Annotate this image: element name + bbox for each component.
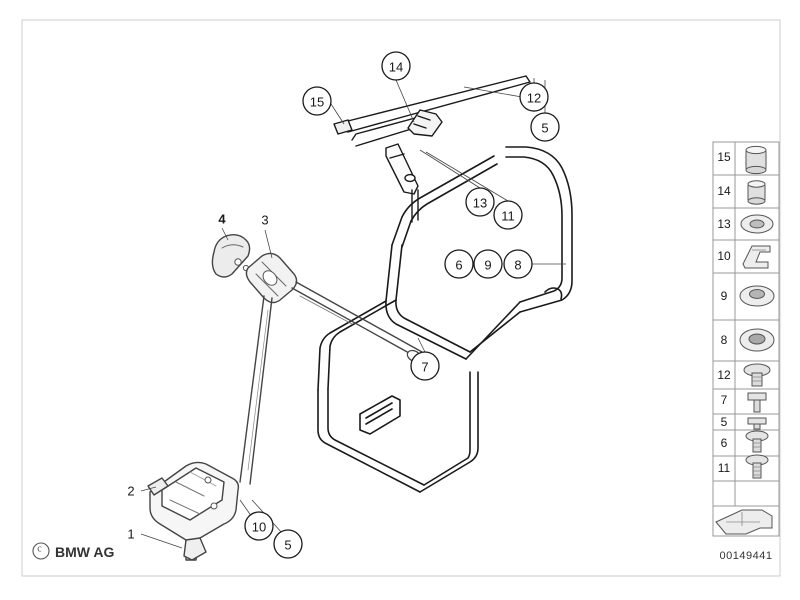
callout-10[interactable]: 10 xyxy=(244,511,274,541)
callout-3[interactable]: 3 xyxy=(261,213,268,228)
callout-5-bottom[interactable]: 5 xyxy=(273,529,303,559)
legend-row-9[interactable]: 9 xyxy=(721,285,775,307)
footrest-bracket xyxy=(147,461,240,561)
legend-row-6[interactable]: 6 xyxy=(721,430,769,453)
washer-grommet-icon xyxy=(739,285,775,307)
callout-8[interactable]: 8 xyxy=(503,249,533,279)
legend-row-label: 14 xyxy=(717,184,731,198)
callout-label: 2 xyxy=(127,484,134,499)
legend-row-label: 10 xyxy=(717,249,731,263)
page-border xyxy=(21,19,781,577)
bracket-clip-icon xyxy=(742,245,771,269)
hex-bolt-icon xyxy=(747,392,767,413)
bracket-plate-icon xyxy=(715,509,773,535)
copyright-block: c BMW AG xyxy=(32,542,114,560)
callout-label: 1 xyxy=(127,527,134,542)
legend-row-label: 5 xyxy=(721,415,728,429)
diagram-id-label: 00149441 xyxy=(720,550,773,562)
assembly-artwork xyxy=(147,75,573,561)
callout-label: 8 xyxy=(514,258,521,273)
lever-assembly xyxy=(211,233,423,485)
callout-12[interactable]: 12 xyxy=(519,82,549,112)
legend-row-label: 13 xyxy=(717,217,731,231)
callout-label: 15 xyxy=(310,95,324,110)
legend-row-label: 12 xyxy=(717,368,731,382)
callout-14[interactable]: 14 xyxy=(381,51,411,81)
callout-label: 10 xyxy=(252,520,266,535)
short-screw-icon xyxy=(745,430,769,453)
callout-label: 12 xyxy=(527,91,541,106)
legend-row-11[interactable]: 11 xyxy=(718,454,769,479)
copyright-icon xyxy=(32,542,50,560)
callout-2[interactable]: 2 xyxy=(127,484,134,499)
cylinder-bushing-icon xyxy=(747,180,766,205)
hex-bolt-icon xyxy=(747,417,767,430)
callout-label: 4 xyxy=(218,212,226,227)
legend-row-label: 8 xyxy=(721,333,728,347)
bmw-ag-label: BMW AG xyxy=(55,544,114,560)
callout-label: 13 xyxy=(473,196,487,211)
callout-5-top[interactable]: 5 xyxy=(530,112,560,142)
legend-panel: 15 14 13 xyxy=(712,141,780,562)
legend-row-label: 9 xyxy=(721,289,728,303)
callout-15[interactable]: 15 xyxy=(302,86,332,116)
legend-row-12[interactable]: 12 xyxy=(717,363,771,387)
callout-9[interactable]: 9 xyxy=(473,249,503,279)
callout-6[interactable]: 6 xyxy=(444,249,474,279)
legend-row-label: 7 xyxy=(721,393,728,407)
callout-label: 5 xyxy=(541,121,548,136)
legend-row-label: 15 xyxy=(717,150,731,164)
copyright-c-glyph: c xyxy=(37,544,42,555)
legend-row-bracket[interactable] xyxy=(715,509,773,535)
callout-label: 5 xyxy=(284,538,291,553)
legend-row-7[interactable]: 7 xyxy=(721,392,767,413)
callout-bubbles: 14 15 12 5 13 11 4 xyxy=(127,51,560,559)
long-screw-icon xyxy=(745,454,769,479)
legend-row-10[interactable]: 10 xyxy=(717,245,771,269)
legend-row-5[interactable]: 5 xyxy=(721,415,767,430)
callout-13[interactable]: 13 xyxy=(465,187,495,217)
callout-label: 3 xyxy=(261,213,268,228)
legend-row-13[interactable]: 13 xyxy=(717,214,774,234)
callout-label: 6 xyxy=(455,258,462,273)
legend-row-8[interactable]: 8 xyxy=(721,328,775,352)
callout-7[interactable]: 7 xyxy=(410,351,440,381)
callout-label: 7 xyxy=(421,360,428,375)
flat-head-screw-icon xyxy=(743,363,771,387)
legend-row-15[interactable]: 15 xyxy=(717,145,767,175)
callout-label: 11 xyxy=(501,209,515,224)
callout-4[interactable]: 4 xyxy=(218,212,226,227)
oval-grommet-icon xyxy=(740,214,774,234)
legend-row-label: 11 xyxy=(718,461,731,475)
callout-1[interactable]: 1 xyxy=(127,527,134,542)
legend-row-14[interactable]: 14 xyxy=(717,180,766,205)
legend-row-label: 6 xyxy=(721,436,728,450)
ring-grommet-icon xyxy=(739,328,775,352)
cylinder-bushing-icon xyxy=(745,145,767,175)
callout-label: 14 xyxy=(389,60,403,75)
callout-label: 9 xyxy=(484,258,491,273)
callout-11[interactable]: 11 xyxy=(493,200,523,230)
